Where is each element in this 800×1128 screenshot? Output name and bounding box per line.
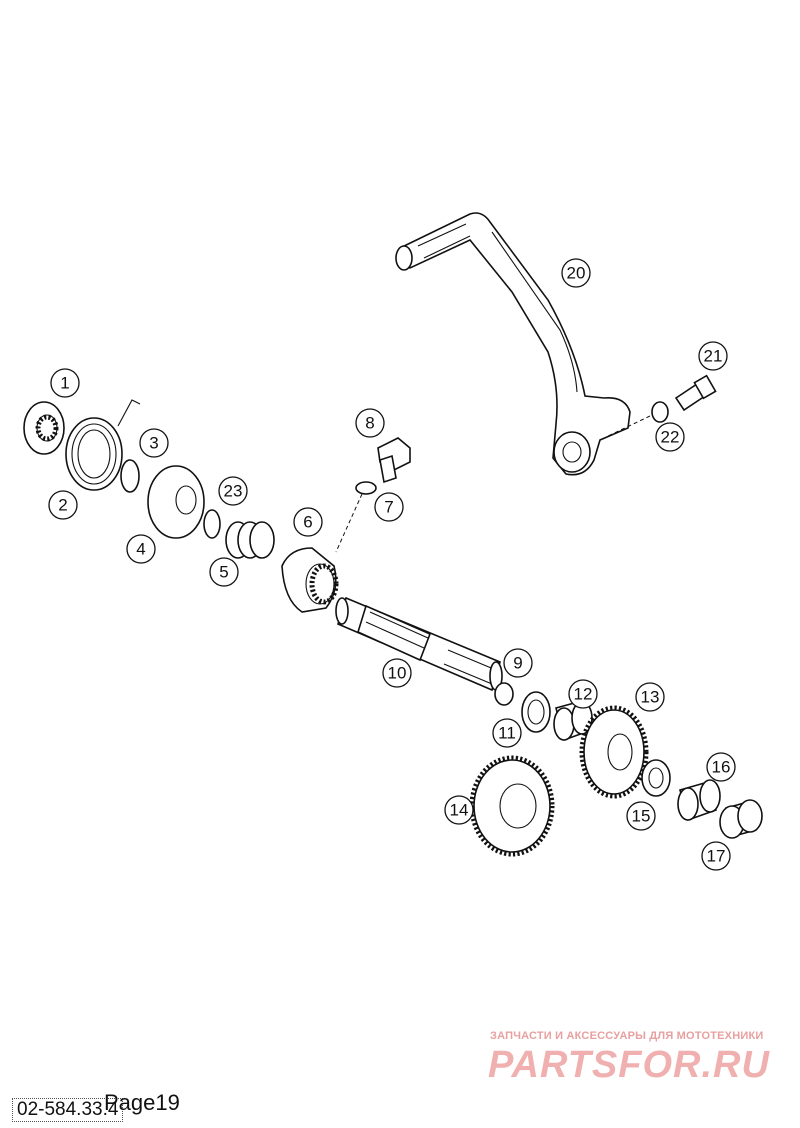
callout-11: 11	[492, 718, 522, 748]
watermark-brand: PARTSFOR.RU	[488, 1044, 770, 1086]
svg-text:5: 5	[219, 563, 228, 582]
bushing-17-part	[719, 799, 763, 839]
callout-15: 15	[626, 801, 656, 831]
page-label: Page19	[104, 1090, 180, 1115]
svg-text:15: 15	[632, 807, 651, 826]
callout-20: 20	[561, 258, 591, 288]
svg-text:3: 3	[149, 434, 158, 453]
callout-21: 21	[698, 341, 728, 371]
callout-14: 14	[444, 795, 474, 825]
svg-text:6: 6	[303, 513, 312, 532]
svg-text:17: 17	[707, 847, 726, 866]
callout-3: 3	[139, 428, 169, 458]
circlip-3-part	[120, 459, 140, 493]
callout-9: 9	[503, 648, 533, 678]
spring-sleeve-5-part	[225, 521, 275, 559]
callout-12: 12	[568, 679, 598, 709]
circlip-23-part	[203, 509, 221, 539]
callout-1: 1	[50, 368, 80, 398]
washer-22-part	[651, 401, 669, 423]
svg-text:9: 9	[513, 654, 522, 673]
svg-text:16: 16	[712, 758, 731, 777]
kick-lever-part	[395, 212, 631, 476]
kick-gear-6-part	[281, 547, 339, 613]
ratchet-1-part	[23, 401, 65, 455]
callout-13: 13	[635, 682, 665, 712]
svg-text:10: 10	[388, 664, 407, 683]
kickstart-spring-2-part	[65, 399, 141, 491]
callout-8: 8	[355, 408, 385, 438]
svg-text:4: 4	[136, 540, 145, 559]
svg-text:20: 20	[567, 264, 586, 283]
callout-2: 2	[48, 490, 78, 520]
screw-8-part	[377, 437, 411, 484]
disc-4-part	[147, 465, 205, 539]
washer-11-part	[521, 691, 551, 733]
svg-text:14: 14	[450, 801, 469, 820]
washer-7-part	[355, 481, 377, 495]
svg-text:13: 13	[641, 688, 660, 707]
svg-text:23: 23	[224, 482, 243, 501]
svg-text:12: 12	[574, 685, 593, 704]
svg-text:7: 7	[384, 498, 393, 517]
kick-shaft-10-part	[335, 596, 503, 692]
callout-5: 5	[209, 557, 239, 587]
callout-22: 22	[655, 422, 685, 452]
callout-23: 23	[218, 476, 248, 506]
callout-17: 17	[701, 841, 731, 871]
gear-14-part	[469, 755, 555, 857]
washer-9-part	[494, 682, 514, 706]
washer-15-part	[641, 759, 671, 797]
svg-text:1: 1	[60, 374, 69, 393]
idler-gear-13-part	[579, 705, 649, 799]
callout-6: 6	[293, 507, 323, 537]
watermark-caption: ЗАПЧАСТИ И АКСЕССУАРЫ ДЛЯ МОТОТЕХНИКИ	[490, 1030, 764, 1042]
needle-bearing-16-part	[677, 779, 721, 822]
svg-text:11: 11	[498, 724, 516, 743]
needle-bearing-12-part	[553, 701, 593, 742]
svg-text:22: 22	[661, 428, 680, 447]
svg-text:21: 21	[704, 347, 723, 366]
callout-10: 10	[382, 658, 412, 688]
callout-4: 4	[126, 534, 156, 564]
bolt-21-part	[674, 374, 717, 412]
callout-7: 7	[374, 492, 404, 522]
svg-text:8: 8	[365, 414, 374, 433]
svg-text:2: 2	[58, 496, 67, 515]
document-number: 02-584.33.4	[12, 1098, 124, 1122]
callout-16: 16	[706, 752, 736, 782]
